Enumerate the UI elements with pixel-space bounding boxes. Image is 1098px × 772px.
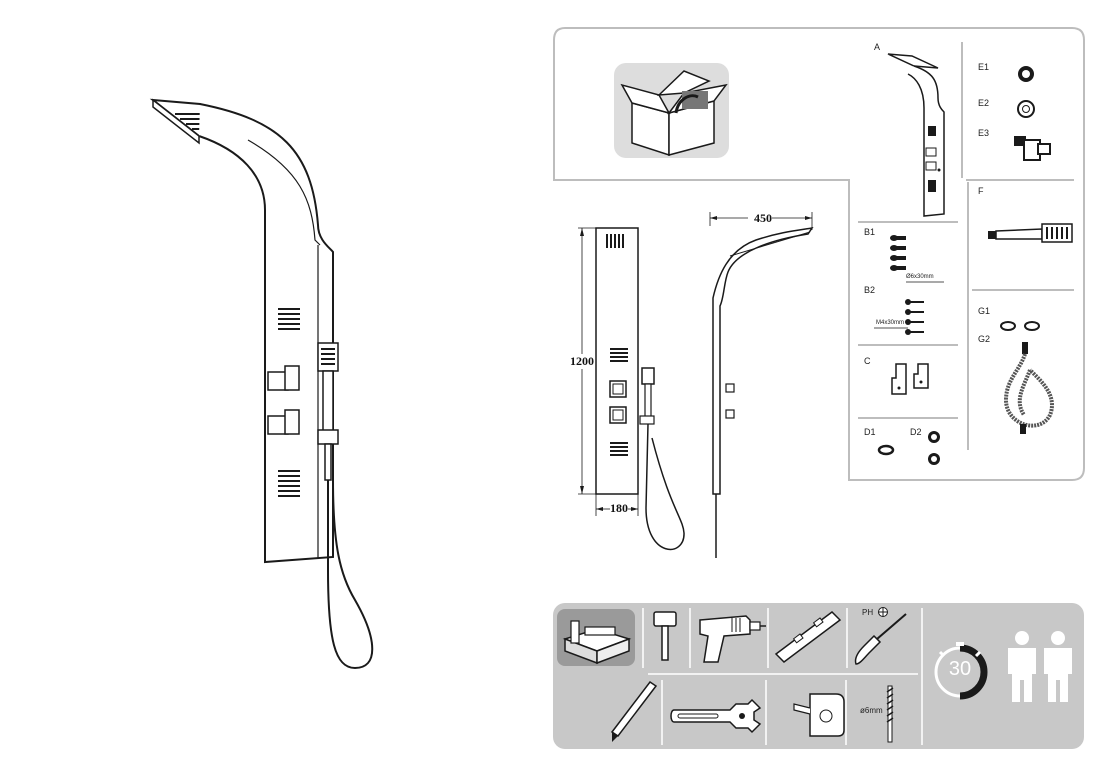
phillips-symbol-icon [878,607,888,617]
part-g2-hose-icon [1003,342,1054,434]
drill-icon [699,615,766,663]
part-b2-screws-icon [905,299,924,335]
dimension-drawing-side [709,212,814,558]
dimension-top-width: 450 [754,211,772,225]
drill-bit-icon [886,685,894,743]
person-icon [1008,631,1036,702]
part-c-label: C [864,356,871,366]
dimension-height: 1200 [570,354,594,369]
part-b1-size-line [906,281,944,283]
lower-body-jets [278,470,300,497]
stopwatch-icon [934,642,988,700]
part-d2-label: D2 [910,427,922,437]
part-b1-anchors-icon [890,235,906,271]
part-e1-ring-icon [1018,66,1034,82]
dimension-bottom-width: 180 [610,501,628,515]
tile-cutter-icon [557,609,635,666]
panel-body [198,103,334,564]
part-e3-label: E3 [978,128,990,138]
adjustable-wrench-icon [670,698,762,734]
part-d2-caps-icon [928,431,940,465]
part-a-label: A [874,42,881,52]
part-b1-label: B1 [864,227,876,237]
drill-bit-size-label: ø6mm [860,706,883,715]
part-g1-label: G1 [978,306,991,316]
part-d1-washer-icon [877,444,895,456]
part-b1-size: Ø6x30mm [906,274,934,280]
screwdriver-type-label: PH [862,608,874,617]
part-a-panel-icon [887,53,945,217]
hose [327,479,374,670]
part-e2-label: E2 [978,98,990,108]
part-d1-label: D1 [864,427,876,437]
mallet-icon [653,611,677,661]
spirit-level-icon [774,611,842,663]
part-b2-size-line [874,327,908,329]
tape-measure-icon [793,693,845,737]
part-c-brackets-icon [891,363,929,395]
person-icon [1044,631,1072,702]
dimension-drawing-front [578,227,685,550]
upper-body-jets [278,308,300,330]
control-knob-lower [267,409,300,435]
part-f-label: F [978,186,984,196]
box-icon [614,63,729,158]
pencil-icon [610,680,658,742]
part-f-hand-shower-icon [988,223,1073,243]
screwdriver-icon [854,613,907,665]
time-minutes: 30 [948,658,972,680]
part-e3-holder-icon [1014,136,1051,161]
part-e2-washer-icon [1017,100,1035,118]
part-e1-label: E1 [978,62,990,72]
part-g1-washers-icon [1000,321,1040,331]
part-g2-label: G2 [978,334,991,344]
control-knob-upper [267,365,300,391]
part-b2-size: M4x30mm [876,320,905,326]
part-b2-label: B2 [864,285,876,295]
hand-shower [317,342,339,481]
